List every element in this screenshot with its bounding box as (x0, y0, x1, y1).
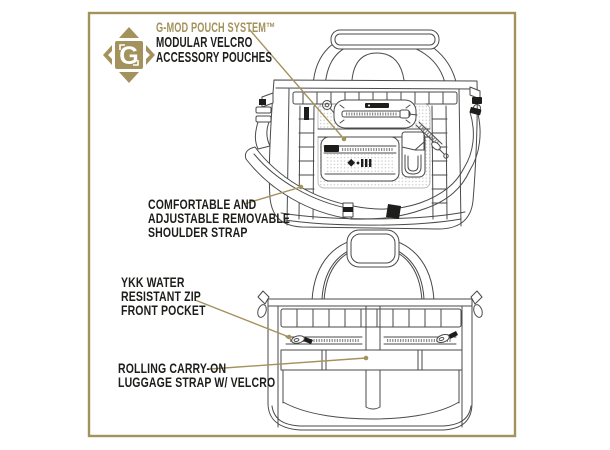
side-clip-right (470, 290, 483, 318)
bottom-bag-molle-webbing (280, 308, 462, 328)
border-frame (87, 11, 517, 438)
callout-line: ROLLING CARRY-ON (118, 360, 227, 376)
g-mod-logo-icon: G (103, 27, 155, 83)
bottom-bag-illustration (257, 229, 483, 431)
leader-lines (194, 28, 369, 370)
small-accessory-pouch (401, 131, 426, 178)
leader-front-pocket (194, 299, 292, 340)
brand-subtitle-line: MODULAR VELCRO (156, 34, 253, 51)
pouch-logo-icon (347, 158, 372, 167)
callout-line: SHOULDER STRAP (148, 224, 248, 240)
top-bag-illustration (244, 29, 482, 230)
top-bag-handles (312, 29, 458, 88)
callout-front-pocket: YKK WATER RESISTANT ZIP FRONT POCKET (121, 275, 234, 317)
side-clip-left (257, 290, 270, 318)
leader-luggage-strap (209, 355, 369, 370)
zipper-pull-left (291, 335, 313, 344)
callout-shoulder-strap: COMFORTABLE AND ADJUSTABLE REMOVABLE SHO… (148, 197, 337, 239)
carabiner-icon (322, 100, 335, 114)
luggage-strap-band (280, 349, 463, 371)
shoulder-strap (244, 86, 482, 220)
bottom-bag-handles (311, 229, 435, 302)
front-pocket-zipper (285, 331, 458, 345)
callout-line: LUGGAGE STRAP W/ VELCRO (118, 374, 276, 390)
brand-subtitle-line: ACCESSORY POUCHES (156, 48, 273, 66)
brand-subtitle: MODULAR VELCRO ACCESSORY POUCHES (156, 34, 332, 66)
callout-luggage-strap: ROLLING CARRY-ON LUGGAGE STRAP W/ VELCRO (118, 361, 328, 389)
callout-line: ADJUSTABLE REMOVABLE (148, 210, 291, 226)
callout-line: COMFORTABLE AND (148, 196, 257, 212)
side-tag (304, 107, 309, 120)
callout-line: FRONT POCKET (121, 302, 206, 318)
zipper-pull-right (436, 331, 458, 344)
logo-letter: G (119, 42, 138, 70)
leader-shoulder-strap (243, 184, 304, 205)
callout-line: RESISTANT ZIP (121, 288, 201, 304)
large-velcro-pouch (320, 136, 400, 182)
panel-zipper-pull (415, 121, 449, 159)
leader-pouch-system (248, 28, 347, 142)
brand-title: G-MOD POUCH SYSTEM™ (156, 21, 332, 35)
brand-title-text: G-MOD POUCH SYSTEM™ (156, 20, 276, 35)
top-bag-molle-webbing (292, 91, 458, 105)
flat-zip-pocket (322, 99, 418, 129)
callout-line: YKK WATER (121, 274, 185, 290)
